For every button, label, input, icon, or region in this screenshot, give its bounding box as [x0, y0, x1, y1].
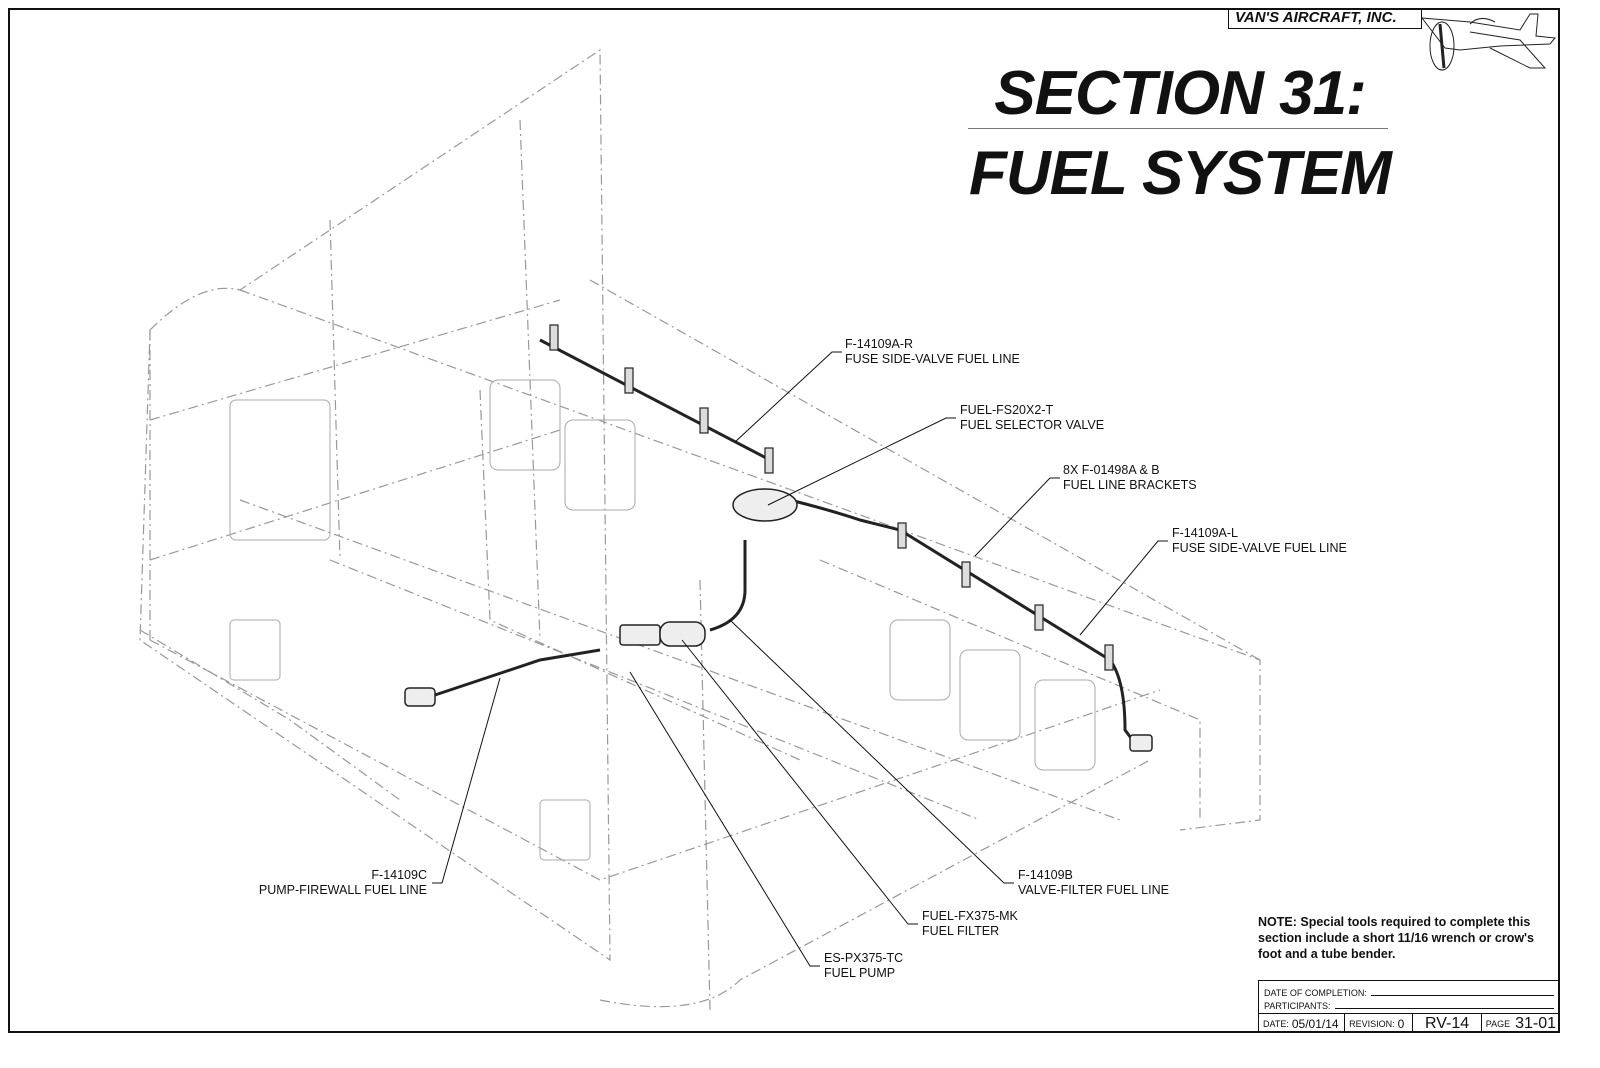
callout-fuel-filter: FUEL-FX375-MK FUEL FILTER — [922, 909, 1018, 939]
revision-label: REVISION: — [1349, 1018, 1395, 1029]
page-cell: PAGE 31-01 — [1482, 1014, 1560, 1033]
pump-firewall-fuel-line — [419, 648, 601, 702]
fuel-pump — [619, 624, 661, 646]
participants-label: PARTICIPANTS: — [1264, 1001, 1331, 1011]
callout-part-number: FUEL-FX375-MK — [922, 909, 1018, 923]
callout-fuel-pump: ES-PX375-TC FUEL PUMP — [824, 951, 903, 981]
callout-part-number: ES-PX375-TC — [824, 951, 904, 965]
callout-valve-filter-line: F-14109B VALVE-FILTER FUEL LINE — [1018, 868, 1169, 898]
date-label: DATE: — [1263, 1018, 1289, 1029]
airplane-logo — [1420, 13, 1556, 71]
callout-part-number: 8X F-01498A & B — [1063, 463, 1160, 477]
callout-description: PUMP-FIREWALL FUEL LINE — [258, 883, 427, 897]
callout-part-number: F-14109A-R — [845, 337, 914, 351]
callout-fuel-line-brackets: 8X F-01498A & B FUEL LINE BRACKETS — [1063, 463, 1197, 493]
fuel-lines — [419, 338, 1142, 751]
fuel-line-right — [539, 338, 771, 462]
date-of-completion-field — [1370, 995, 1554, 996]
section-title: SECTION 31: — [994, 59, 1366, 128]
callout-description: FUSE SIDE-VALVE FUEL LINE — [845, 352, 1020, 366]
title-block-info-row: DATE:05/01/14 REVISION:0 RV-14 PAGE 31-01 — [1259, 1013, 1560, 1033]
fuel-filter — [659, 621, 706, 647]
callout-description: FUEL PUMP — [824, 966, 896, 980]
company-name: VAN'S AIRCRAFT, INC. — [1228, 8, 1422, 29]
participants-row: PARTICIPANTS: — [1264, 999, 1554, 1011]
revision-value: 0 — [1397, 1016, 1405, 1031]
page-value: 31-01 — [1515, 1014, 1556, 1032]
page-label: PAGE — [1485, 1018, 1511, 1029]
callout-fuel-line-right: F-14109A-R FUSE SIDE-VALVE FUEL LINE — [845, 337, 1020, 367]
valve-filter-fuel-line — [709, 540, 747, 632]
leader-lines — [432, 351, 1168, 967]
callout-description: FUEL LINE BRACKETS — [1063, 478, 1197, 492]
fuel-line-left — [789, 498, 1142, 751]
revision-cell: REVISION:0 — [1345, 1014, 1414, 1033]
date-of-completion-label: DATE OF COMPLETION: — [1264, 988, 1367, 998]
callout-fuel-line-left: F-14109A-L FUSE SIDE-VALVE FUEL LINE — [1172, 526, 1347, 556]
callout-description: VALVE-FILTER FUEL LINE — [1018, 883, 1169, 897]
callout-part-number: FUEL-FS20X2-T — [960, 403, 1054, 417]
date-of-completion-row: DATE OF COMPLETION: — [1264, 986, 1554, 998]
callout-part-number: F-14109C — [371, 868, 427, 882]
participants-field — [1334, 1008, 1554, 1009]
frame-panels — [229, 379, 1096, 861]
fuel-selector-valve — [732, 488, 798, 522]
drawing-border — [8, 8, 1560, 1033]
title-divider — [968, 128, 1388, 129]
callout-pump-firewall-line: F-14109C PUMP-FIREWALL FUEL LINE — [230, 868, 427, 898]
callout-part-number: F-14109A-L — [1172, 526, 1239, 540]
fuel-components — [404, 488, 1153, 752]
callout-description: FUEL SELECTOR VALVE — [960, 418, 1105, 432]
special-tools-note: NOTE: Special tools required to complete… — [1258, 915, 1534, 961]
model-value: RV-14 — [1424, 1014, 1470, 1032]
callout-fuel-selector-valve: FUEL-FS20X2-T FUEL SELECTOR VALVE — [960, 403, 1104, 433]
callout-description: FUSE SIDE-VALVE FUEL LINE — [1172, 541, 1347, 555]
firewall-fitting — [404, 687, 436, 707]
title-block: DATE OF COMPLETION: PARTICIPANTS: DATE:0… — [1258, 980, 1560, 1033]
callout-description: FUEL FILTER — [922, 924, 1000, 938]
date-value: 05/01/14 — [1291, 1016, 1339, 1031]
left-fitting — [1129, 734, 1153, 752]
section-subtitle: FUEL SYSTEM — [969, 139, 1392, 208]
callout-part-number: F-14109B — [1018, 868, 1073, 882]
model-cell: RV-14 — [1413, 1014, 1482, 1033]
date-cell: DATE:05/01/14 — [1259, 1014, 1346, 1033]
fuel-line-brackets — [549, 324, 1114, 671]
